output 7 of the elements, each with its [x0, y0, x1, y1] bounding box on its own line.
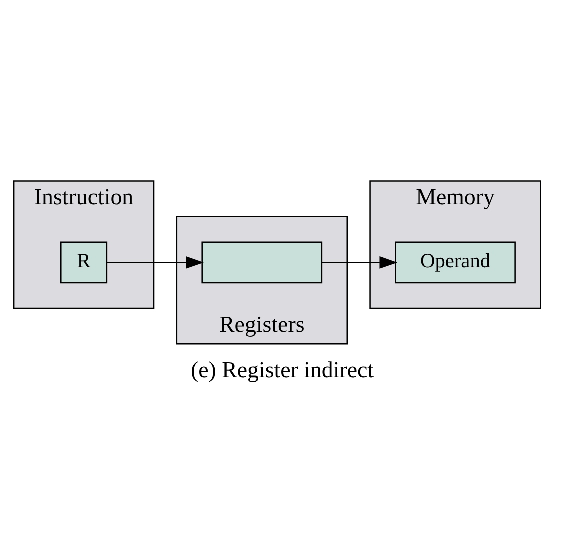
node-box: R [60, 241, 108, 284]
node-box [202, 241, 323, 284]
node-box: Operand [395, 241, 516, 284]
caption: (e) Register indirect [190, 357, 374, 382]
arrow [107, 256, 204, 268]
cluster: Registers [176, 216, 348, 344]
arrow [322, 256, 398, 268]
